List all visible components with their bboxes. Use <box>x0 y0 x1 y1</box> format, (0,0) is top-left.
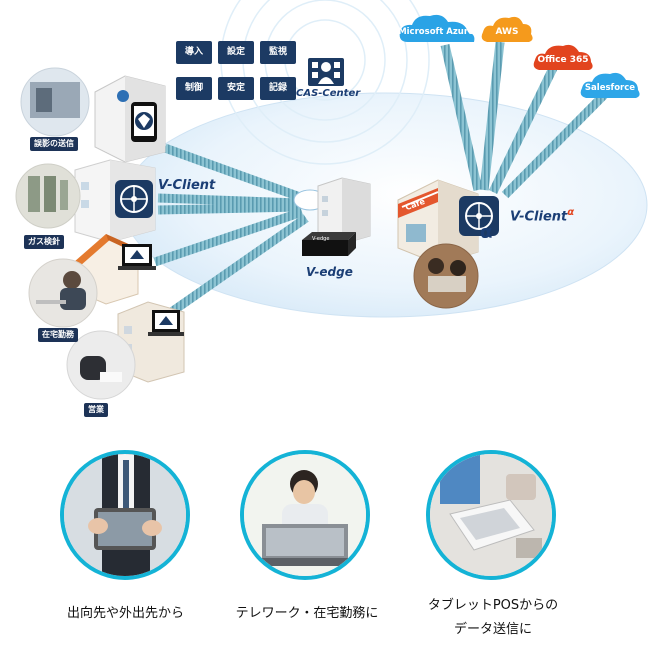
laptop-user-icon <box>244 454 366 576</box>
function-grid: 導入 設定 監視 制御 安定 記録 <box>176 41 296 105</box>
v-edge-label: V-edge <box>306 265 353 279</box>
cloud-aws-icon <box>481 16 533 42</box>
cafe-building <box>397 179 479 265</box>
cas-center-label: CAS-Center <box>296 88 361 99</box>
network-node-icon <box>115 180 153 218</box>
tablet-user-icon <box>64 454 186 576</box>
function-record: 記録 <box>260 77 296 100</box>
cloud-salesforce-label: Salesforce <box>584 83 636 93</box>
network-node-alpha-icon <box>459 196 499 236</box>
usecase-caption-3a: タブレットPOSからの <box>427 598 559 613</box>
usecase-laptop-photo <box>240 450 370 580</box>
v-client-alpha-text: V-Client <box>510 209 568 225</box>
pos-register-icon <box>430 454 552 576</box>
tablet-icon <box>135 112 153 130</box>
photo-camera-circle <box>20 67 90 137</box>
function-stable: 安定 <box>218 77 254 100</box>
laptop-icon <box>118 244 156 270</box>
function-monitor: 監視 <box>260 41 296 64</box>
label-home-work: 在宅勤務 <box>38 328 78 342</box>
cloud-aws-label: AWS <box>495 27 519 37</box>
cloud-connection-pipes <box>440 41 608 199</box>
cloud-office-icon <box>533 44 593 70</box>
photo-gas-meter-circle <box>15 163 81 229</box>
function-install: 導入 <box>176 41 212 64</box>
function-settings: 設定 <box>218 41 254 64</box>
building-v-client <box>74 159 156 243</box>
label-gas-meter: ガス検針 <box>24 235 64 249</box>
function-control: 制御 <box>176 77 212 100</box>
cloud-office-label: Office 365 <box>537 55 589 65</box>
alpha-superscript: α <box>567 207 575 218</box>
photo-home-worker-circle <box>28 258 98 328</box>
laptop-icon <box>148 310 184 336</box>
network-diagram <box>15 0 648 400</box>
photo-sales-circle <box>66 330 136 400</box>
usecase-caption-3b: データ送信に <box>453 622 532 637</box>
v-edge-device-label: V-edge <box>312 236 330 242</box>
label-sales: 営業 <box>84 403 108 417</box>
photo-cafe-people-circle <box>413 243 479 309</box>
building-tablet <box>94 75 166 163</box>
label-camera: 誤影の送信 <box>30 137 78 151</box>
client-connection-pipes <box>153 143 309 324</box>
usecase-tablet-photo <box>60 450 190 580</box>
cloud-azure-icon <box>399 14 475 42</box>
usecase-pos-photo <box>426 450 556 580</box>
v-edge-device-icon <box>302 232 356 256</box>
usecase-caption-2: テレワーク・在宅勤務に <box>235 606 379 621</box>
cloud-azure-label: Microsoft Azure <box>398 27 474 37</box>
v-edge-building <box>293 177 371 245</box>
v-client-label: V-Client <box>158 178 216 193</box>
v-client-alpha-label: V-Clientα <box>510 207 574 224</box>
cloud-salesforce-icon <box>580 72 640 98</box>
cas-center-icon <box>308 58 344 86</box>
alpha-mark: α <box>480 222 493 243</box>
usecase-caption-1: 出向先や外出先から <box>66 606 184 621</box>
